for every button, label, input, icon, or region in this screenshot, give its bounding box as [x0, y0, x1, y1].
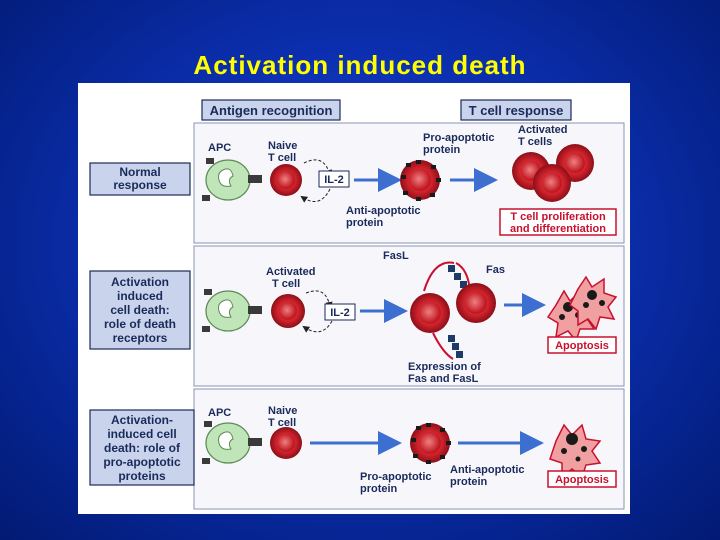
row2-fasl-label: FasL — [383, 250, 409, 262]
row2-apc-cell — [202, 289, 262, 332]
row2-il2-box: IL-2 — [324, 303, 356, 321]
svg-text:T cell response: T cell response — [469, 103, 564, 118]
row2-activated-label-1: Activated — [266, 266, 316, 278]
row1-naive-label-1: Naive — [268, 140, 297, 152]
svg-text:pro-apoptotic: pro-apoptotic — [103, 455, 181, 469]
row1-activated-cell — [400, 160, 441, 201]
row1-il2-loop-bottom — [300, 188, 331, 203]
svg-text:Antigen recognition: Antigen recognition — [210, 103, 333, 118]
row3-apc-cell — [202, 421, 262, 464]
svg-text:Activation: Activation — [111, 275, 169, 289]
row1-naive-t-cell — [270, 164, 302, 196]
row2-activated-t-cell — [271, 294, 305, 328]
row3-apc-label: APC — [208, 407, 231, 419]
row3-naive-label-2: T cell — [268, 417, 296, 429]
row3-anti-label-1: Anti-apoptotic — [450, 464, 525, 476]
svg-text:receptors: receptors — [113, 331, 168, 345]
row1-outcome-box: T cell proliferation and differentiation — [499, 208, 617, 236]
svg-text:Activation-: Activation- — [111, 413, 173, 427]
row3-pro-label-1: Pro-apoptotic — [360, 471, 432, 483]
row3-anti-label-2: protein — [450, 476, 488, 488]
svg-text:cell death:: cell death: — [110, 303, 169, 317]
header-antigen-recognition: Antigen recognition — [201, 99, 341, 121]
row3-activated-cell — [410, 423, 451, 464]
row1-activated-label-2: T cells — [518, 136, 552, 148]
row2-outcome-box: Apoptosis — [547, 336, 617, 354]
row1-apc-label: APC — [208, 142, 231, 154]
svg-text:response: response — [113, 178, 167, 192]
svg-text:T cell proliferation: T cell proliferation — [510, 211, 606, 223]
svg-text:Apoptosis: Apoptosis — [555, 474, 609, 486]
row3-pro-label-2: protein — [360, 483, 398, 495]
row1-activated-t-cells — [512, 144, 594, 202]
row1-pro-label-2: protein — [423, 144, 461, 156]
row1-il2-box: IL-2 — [318, 170, 350, 188]
row1-anti-label-2: protein — [346, 217, 384, 229]
row3-side-label: Activation- induced cell death: role of … — [89, 409, 195, 486]
svg-text:and differentiation: and differentiation — [510, 223, 606, 235]
diagram-svg: Antigen recognition T cell response Norm… — [89, 99, 625, 510]
row3-panel — [193, 388, 625, 510]
row1-naive-label-2: T cell — [268, 152, 296, 164]
svg-text:Normal: Normal — [119, 165, 160, 179]
svg-text:IL-2: IL-2 — [330, 307, 350, 319]
figure-panel: Antigen recognition T cell response Norm… — [78, 83, 630, 514]
row2-expression-label-2: Fas and FasL — [408, 373, 479, 385]
row2-fas-label: Fas — [486, 264, 505, 276]
row1-anti-label-1: Anti-apoptotic — [346, 205, 421, 217]
row3-naive-t-cell — [270, 427, 302, 459]
row2-il2-loop-bottom — [302, 320, 333, 333]
row2-side-label: Activation induced cell death: role of d… — [89, 270, 191, 350]
svg-text:induced: induced — [117, 289, 163, 303]
row1-pro-label-1: Pro-apoptotic — [423, 132, 495, 144]
row1-side-label: Normal response — [89, 162, 191, 196]
svg-text:Apoptosis: Apoptosis — [555, 340, 609, 352]
svg-text:proteins: proteins — [118, 469, 166, 483]
row3-naive-label-1: Naive — [268, 405, 297, 417]
svg-text:IL-2: IL-2 — [324, 174, 344, 186]
row2-paired-cells — [410, 283, 496, 333]
row2-expression-label-1: Expression of — [408, 361, 481, 373]
row1-apc-cell — [202, 158, 262, 201]
svg-text:induced cell: induced cell — [107, 427, 176, 441]
row2-activated-label-2: T cell — [272, 278, 300, 290]
slide-title: Activation induced death — [193, 50, 527, 80]
svg-text:role of death: role of death — [104, 317, 176, 331]
row3-apoptotic-cell — [549, 423, 602, 479]
row2-fas-fasl-interaction — [423, 261, 471, 360]
header-t-cell-response: T cell response — [460, 99, 572, 121]
row2-apoptotic-cells — [546, 275, 618, 343]
row3-outcome-box: Apoptosis — [547, 470, 617, 488]
row1-activated-label-1: Activated — [518, 124, 568, 136]
svg-text:death: role of: death: role of — [104, 441, 181, 455]
